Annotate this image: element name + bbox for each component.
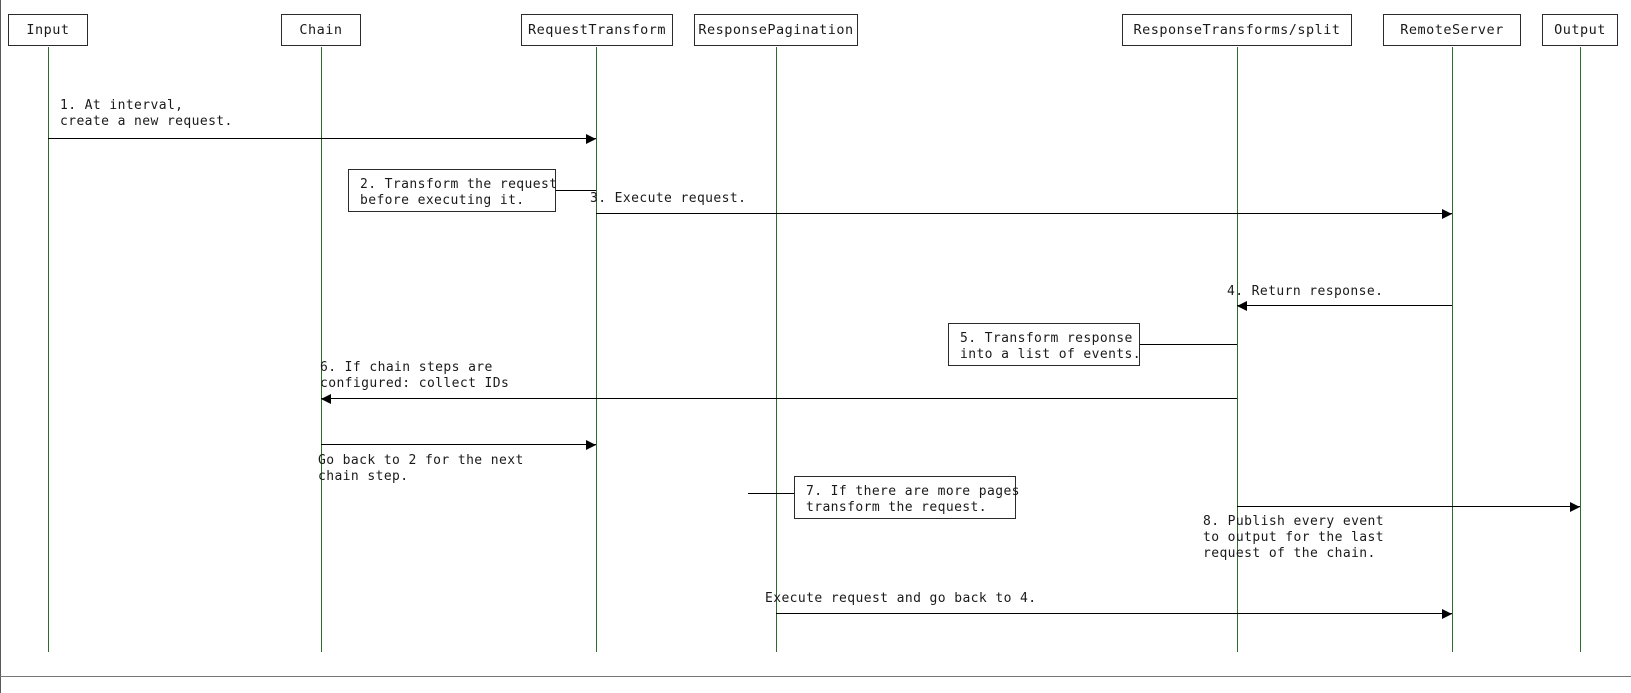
message-line-m3 (596, 213, 1452, 214)
message-line-m_exec (776, 613, 1452, 614)
message-label-m_exec: Execute request and go back to 4. (765, 591, 1037, 606)
message-arrowhead-m4 (1237, 301, 1247, 311)
message-arrowhead-m_goback (586, 440, 596, 450)
message-line-m1 (48, 138, 596, 139)
lifeline-response_transforms (1237, 47, 1238, 652)
participant-chain: Chain (281, 14, 361, 46)
message-label-m_goback: Go back to 2 for the next chain step. (318, 453, 524, 484)
participant-input: Input (8, 14, 88, 46)
message-label-m3: 3. Execute request. (590, 191, 747, 206)
message-line-m4 (1237, 305, 1452, 306)
lifeline-remote_server (1452, 47, 1453, 652)
message-arrowhead-m3 (1442, 209, 1452, 219)
lifeline-output (1580, 47, 1581, 652)
note-n2: 2. Transform the request before executin… (348, 169, 557, 212)
lifeline-chain (321, 47, 322, 652)
message-line-m8 (1237, 506, 1580, 507)
page-bottom-edge (0, 676, 1631, 677)
note-n7: 7. If there are more pages transform the… (794, 476, 1020, 519)
message-label-m4: 4. Return response. (1227, 284, 1384, 299)
page-left-edge (0, 0, 1, 693)
lifeline-response_pagination (776, 47, 777, 652)
participant-request_transform: RequestTransform (521, 14, 673, 46)
participant-response_transforms: ResponseTransforms/split (1122, 14, 1352, 46)
message-arrowhead-m_exec (1442, 609, 1452, 619)
message-label-m1: 1. At interval, create a new request. (60, 98, 233, 129)
note-n5: 5. Transform response into a list of eve… (948, 323, 1141, 366)
lifeline-request_transform (596, 47, 597, 652)
participant-remote_server: RemoteServer (1383, 14, 1521, 46)
message-arrowhead-m8 (1570, 502, 1580, 512)
participant-response_pagination: ResponsePagination (694, 14, 858, 46)
note-connector-n5 (1140, 344, 1237, 345)
message-line-m6 (321, 398, 1237, 399)
message-line-m_goback (321, 444, 596, 445)
message-label-m8: 8. Publish every event to output for the… (1203, 514, 1384, 561)
message-arrowhead-m6 (321, 394, 331, 404)
message-label-m6: 6. If chain steps are configured: collec… (320, 360, 510, 391)
message-arrowhead-m1 (586, 134, 596, 144)
lifeline-input (48, 47, 49, 652)
participant-output: Output (1542, 14, 1618, 46)
note-connector-n7 (748, 493, 794, 494)
note-connector-n2 (556, 190, 596, 191)
